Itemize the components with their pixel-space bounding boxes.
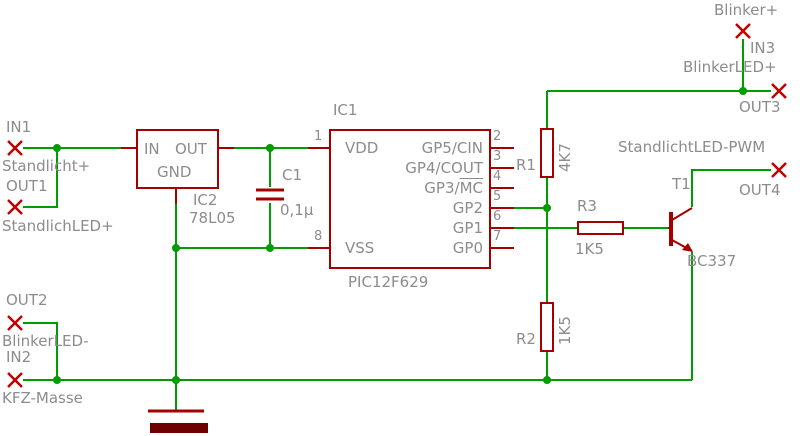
t1-value-label: BC337 [687, 252, 737, 270]
junction-dot [53, 144, 61, 152]
ic1-pin-gp4-label: GP4/COUT [405, 159, 483, 177]
c1-ref-label: C1 [282, 166, 303, 184]
ic1-mcu-outline [329, 129, 491, 269]
ic1-pin-gp2-label: GP2 [452, 199, 483, 217]
junction-dots [53, 87, 747, 384]
connector-in2-label: IN2 [6, 348, 32, 366]
r3-value-label: 1K5 [575, 240, 604, 258]
ic1-pin-vdd-label: VDD [345, 139, 379, 157]
ic1-pin3-number: 3 [493, 149, 502, 164]
net-standlicht-label: Standlicht+ [2, 157, 91, 175]
net-standlichled-label: StandlichLED+ [2, 217, 114, 235]
ic1-pin-gp1-label: GP1 [452, 219, 483, 237]
gp3-mclr-bar: MC [459, 179, 483, 197]
ic1-pin6-number: 6 [493, 209, 502, 224]
junction-dot [53, 376, 61, 384]
connector-out2-label: OUT2 [6, 291, 48, 309]
r3-ref-label: R3 [577, 197, 597, 215]
connector-in1-label: IN1 [6, 118, 32, 136]
x-marker-out3 [771, 83, 787, 99]
ic1-pin2-number: 2 [493, 129, 502, 144]
junction-dot [172, 376, 180, 384]
ic2-regulator-outline [136, 129, 219, 189]
junction-dot [266, 144, 274, 152]
ic1-pin-vss-label: VSS [345, 239, 375, 257]
junction-dot [543, 204, 551, 212]
x-marker-out1 [7, 199, 23, 215]
wires [23, 39, 771, 410]
ic1-pin8-number: 8 [314, 229, 323, 244]
connector-out3-label: OUT3 [739, 98, 781, 116]
net-standlichtled-pwm-label: StandlichtLED-PWM [618, 138, 766, 156]
pin-stubs [121, 147, 671, 249]
r2-ref-label: R2 [516, 330, 536, 348]
x-marker-in1 [7, 140, 23, 156]
ic1-pin4-number: 4 [493, 169, 502, 184]
ground-symbol-bar2 [150, 423, 208, 433]
x-marker-out2 [7, 315, 23, 331]
ic1-pin-gp5-label: GP5/CIN [421, 139, 483, 157]
ic1-pin5-number: 5 [493, 189, 502, 204]
t1-emitter-arrow [682, 243, 693, 252]
net-kfz-masse-label: KFZ-Masse [2, 389, 83, 407]
ic1-value-label: PIC12F629 [348, 273, 429, 291]
ic2-pin-in-label: IN [144, 140, 160, 158]
junction-dot [266, 244, 274, 252]
junction-dot [739, 87, 747, 95]
r2-body [540, 302, 554, 352]
t1-collector-lead [671, 207, 693, 221]
ic1-pin7-number: 7 [493, 229, 502, 244]
c1-value-label: 0,1µ [280, 201, 314, 219]
ic1-ref-label: IC1 [333, 101, 358, 119]
ic1-pin1-number: 1 [314, 129, 323, 144]
wire-standlichled-out [23, 148, 58, 208]
net-blinker-plus-label: Blinker+ [714, 1, 779, 19]
t1-ref-label: T1 [672, 175, 691, 193]
r1-value-label: 4K7 [556, 143, 574, 172]
connector-out4-label: OUT4 [739, 181, 781, 199]
ic1-pin-gp3-label: GP3/MC [424, 180, 483, 197]
wire-blinkerled-minus [23, 322, 58, 380]
r1-body [540, 128, 554, 178]
x-marker-out4 [771, 162, 787, 178]
ic1-pin-gp0-label: GP0 [452, 239, 483, 257]
junction-dot [543, 376, 551, 384]
junction-dot [172, 244, 180, 252]
ic2-pin-out-label: OUT [175, 140, 207, 158]
connector-in3-label: IN3 [750, 39, 776, 57]
connector-markers [7, 23, 787, 388]
x-marker-in3 [735, 23, 751, 39]
connector-out1-label: OUT1 [6, 177, 48, 195]
ic2-ref-label: IC2 [193, 191, 218, 209]
ic2-pin-gnd-label: GND [157, 163, 192, 181]
ic2-value-label: 78L05 [189, 209, 236, 227]
net-blinkerled-plus-label: BlinkerLED+ [683, 58, 777, 76]
r2-value-label: 1K5 [556, 316, 574, 345]
x-marker-in2 [7, 372, 23, 388]
gp3-prefix: GP3/ [424, 179, 460, 197]
r1-ref-label: R1 [516, 156, 536, 174]
net-blinkerled-minus-label: BlinkerLED- [2, 332, 89, 350]
component-bodies [136, 128, 693, 433]
wire-collector-out4 [691, 169, 771, 207]
r3-body [577, 221, 624, 235]
